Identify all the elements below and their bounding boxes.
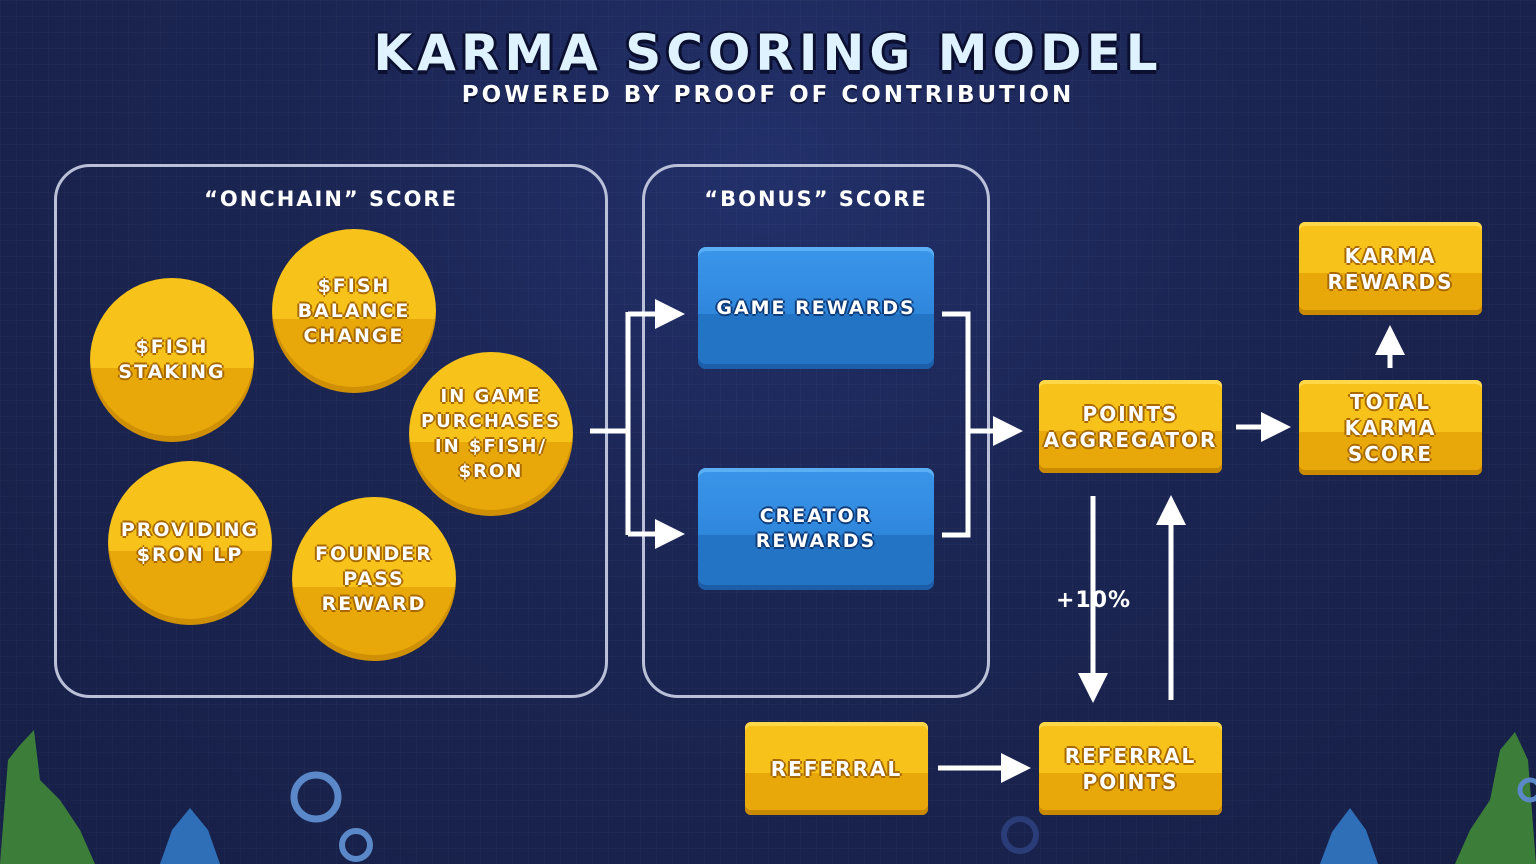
page-subtitle: POWERED BY PROOF OF CONTRIBUTION <box>461 82 1075 108</box>
referral-bonus-percent: +10% <box>1056 588 1132 613</box>
total-karma-score-label: TOTAL KARMA SCORE <box>1344 389 1437 466</box>
referral-points-box: REFERRAL POINTS <box>1039 722 1222 815</box>
game-rewards-box: GAME REWARDS <box>698 247 934 369</box>
fish-staking-label: $FISH STAKING <box>118 336 226 383</box>
karma-rewards-label: KARMA REWARDS <box>1327 243 1454 294</box>
creator-rewards-box: CREATOR REWARDS <box>698 468 934 590</box>
founder-pass-reward-label: FOUNDER PASS REWARD <box>315 542 433 615</box>
fish-balance-change-label: $FISH BALANCE CHANGE <box>297 274 411 347</box>
fish-staking-coin: $FISH STAKING <box>90 278 254 442</box>
bonus-bracket <box>942 311 971 538</box>
referral-label: REFERRAL <box>770 756 903 781</box>
providing-ron-lp-coin: PROVIDING $RON LP <box>108 461 272 625</box>
points-aggregator-label: POINTS AGGREGATOR <box>1043 401 1218 452</box>
founder-pass-reward-coin: FOUNDER PASS REWARD <box>292 497 456 661</box>
bonus-score-title: “BONUS” SCORE <box>704 187 928 211</box>
onchain-score-title: “ONCHAIN” SCORE <box>204 187 458 211</box>
game-rewards-label: GAME REWARDS <box>716 296 916 319</box>
in-game-purchases-coin: IN GAME PURCHASES IN $FISH/ $RON <box>409 352 573 516</box>
referral-box: REFERRAL <box>745 722 928 815</box>
onchain-score-panel: “ONCHAIN” SCORE <box>54 164 608 698</box>
fish-balance-change-coin: $FISH BALANCE CHANGE <box>272 229 436 393</box>
page-title: KARMA SCORING MODEL <box>373 24 1163 82</box>
providing-ron-lp-label: PROVIDING $RON LP <box>120 519 260 566</box>
total-karma-score-box: TOTAL KARMA SCORE <box>1299 380 1482 475</box>
in-game-purchases-label: IN GAME PURCHASES IN $FISH/ $RON <box>420 386 562 482</box>
points-aggregator-box: POINTS AGGREGATOR <box>1039 380 1222 473</box>
referral-points-label: REFERRAL POINTS <box>1064 743 1197 794</box>
creator-rewards-label: CREATOR REWARDS <box>755 505 877 552</box>
karma-rewards-box: KARMA REWARDS <box>1299 222 1482 315</box>
